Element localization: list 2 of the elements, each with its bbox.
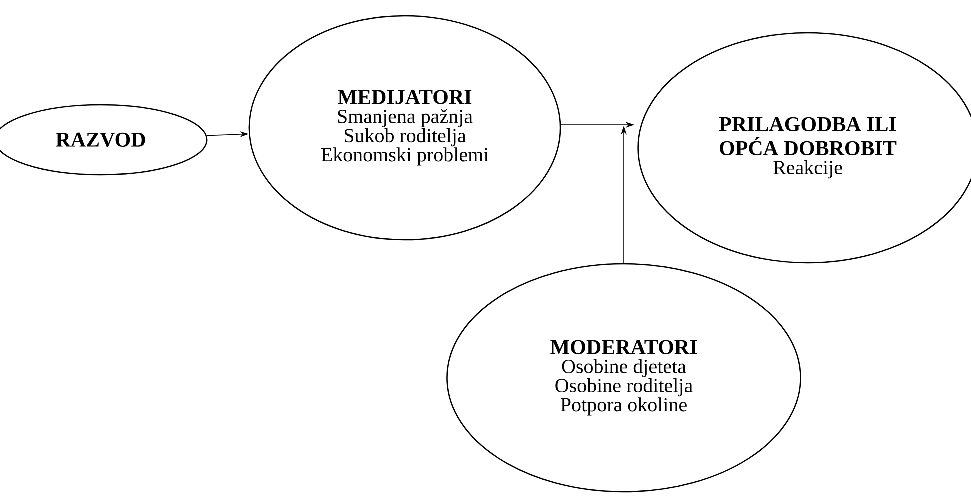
ellipse-node: MODERATORI Osobine djeteta Osobine roditelja Potpora okoline	[446, 263, 802, 493]
ellipse-node: MEDIJATORI Smanjena pažnja Sukob roditelja Ekonomski problemi	[248, 15, 562, 241]
